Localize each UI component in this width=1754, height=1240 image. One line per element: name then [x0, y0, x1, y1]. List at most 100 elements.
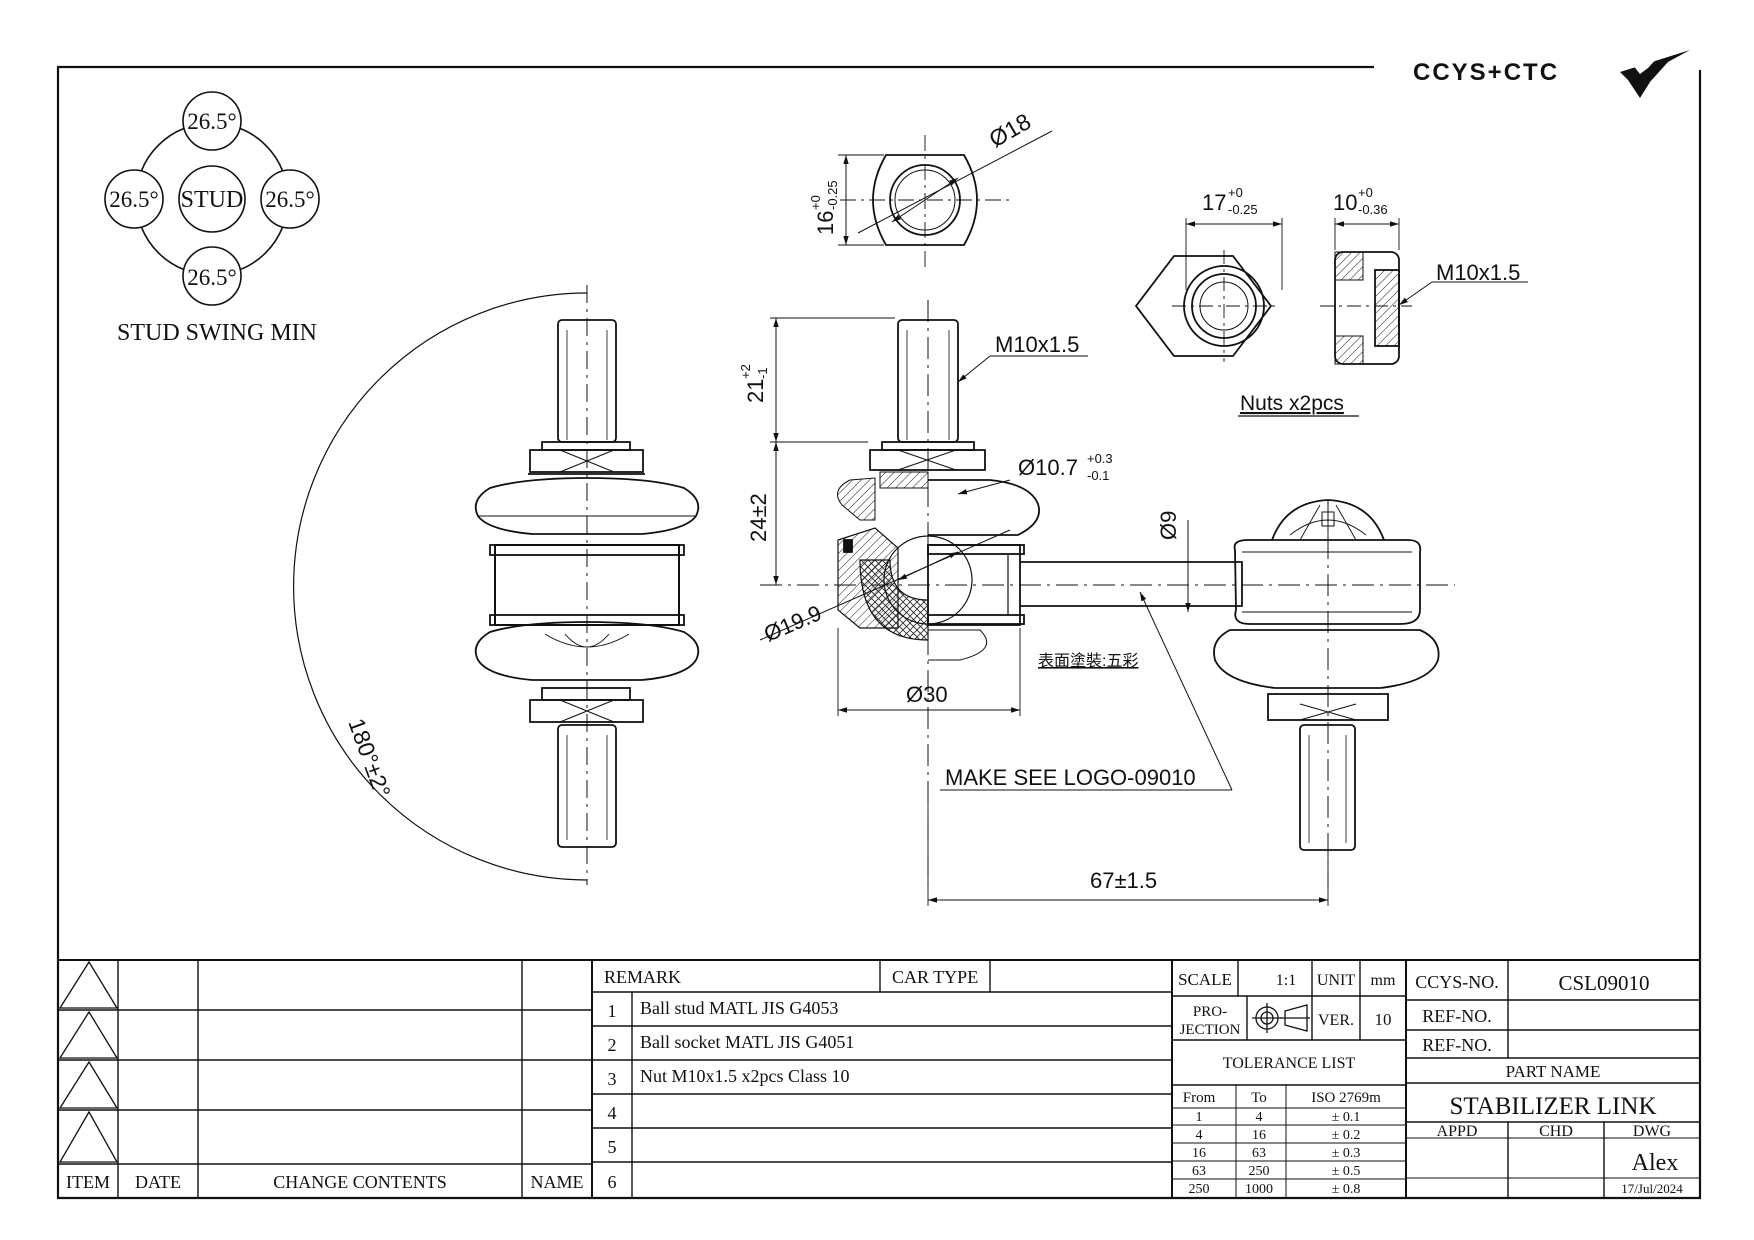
swing-bottom-label: 26.5°: [187, 265, 236, 290]
remark-row-number: 2: [608, 1035, 617, 1055]
tol-from: 63: [1192, 1164, 1206, 1179]
stud-swing-diagram: [104, 91, 320, 306]
tol-header-from: From: [1183, 1090, 1216, 1106]
center-distance-dimension: 67±1.5: [1090, 868, 1157, 893]
header-change-contents: CHANGE CONTENTS: [273, 1172, 447, 1192]
tol-value: ± 0.1: [1332, 1110, 1361, 1125]
neck-dia-tol-upper: +0.3: [1087, 451, 1113, 466]
remark-row-number: 1: [608, 1001, 617, 1021]
part-name-value: STABILIZER LINK: [1450, 1093, 1657, 1120]
washer-top-view: [838, 130, 1053, 268]
tol-to: 4: [1256, 1110, 1263, 1125]
appd-label: APPD: [1437, 1123, 1478, 1140]
swing-angle-dimension: 180°±2°: [343, 715, 396, 801]
ccys-no-value: CSL09010: [1558, 971, 1649, 995]
car-type-header: CAR TYPE: [892, 967, 978, 987]
ccys-no-label: CCYS-NO.: [1415, 972, 1499, 992]
dwg-label: DWG: [1633, 1123, 1672, 1140]
tol-from: 16: [1192, 1146, 1206, 1161]
scale-value: 1:1: [1276, 972, 1296, 989]
washer-thickness-dimension: 16 +0 -0.25: [808, 180, 840, 235]
stud-length-dimension: 21 +2 -1: [738, 364, 770, 403]
ref-no-label: REF-NO.: [1422, 1006, 1492, 1026]
tol-to: 63: [1252, 1146, 1266, 1161]
rod-dia-dimension: Ø9: [1156, 511, 1181, 540]
washer-dia-dimension: Ø18: [985, 108, 1036, 152]
tol-from: 250: [1189, 1182, 1210, 1197]
neck-dia-tol-lower: -0.1: [1087, 468, 1109, 483]
header-item: ITEM: [66, 1172, 110, 1192]
nut-height-value: 10: [1333, 190, 1357, 215]
remark-row-number: 6: [608, 1172, 617, 1192]
washer-thk-tol-upper: +0: [808, 195, 823, 210]
nut-height-tol-lower: -0.36: [1358, 202, 1388, 217]
nut-width-value: 17: [1202, 190, 1226, 215]
remark-row-text: Ball socket MATL JIS G4051: [640, 1032, 854, 1052]
nut-width-tol-lower: -0.25: [1228, 202, 1258, 217]
revision-block-headers: ITEM DATE CHANGE CONTENTS NAME: [66, 1172, 584, 1192]
washer-thk-tol-lower: -0.25: [825, 180, 840, 210]
tol-to: 1000: [1245, 1182, 1273, 1197]
remark-row-text: Ball stud MATL JIS G4053: [640, 998, 838, 1018]
tol-header-iso: ISO 2769m: [1311, 1090, 1381, 1106]
brand-logo: CCYS+CTC: [1413, 50, 1690, 98]
unit-value: mm: [1371, 972, 1396, 989]
wing-logo-icon: [1620, 50, 1690, 98]
nut-dimension-labels: 17 +0 -0.25 10 +0 -0.36 M10x1.5 Nuts x2p…: [1202, 185, 1520, 415]
logo-note: MAKE SEE LOGO-09010: [945, 765, 1196, 790]
swing-top-label: 26.5°: [187, 109, 236, 134]
nut-section-view: [1320, 218, 1528, 365]
tol-from: 1: [1196, 1110, 1203, 1125]
drawing-border: [56, 65, 1702, 1200]
remarks-table: REMARK CAR TYPE 1 2 3 4 5 6 Ball stud MA…: [604, 967, 978, 1192]
main-view-dimension-labels: M10x1.5 21 +2 -1 24±2 Ø10.7 +0.3 -0.1 Ø9…: [738, 332, 1196, 893]
stud-length-tol-upper: +2: [738, 364, 753, 379]
ver-value: 10: [1375, 1010, 1392, 1029]
nut-height-tol-upper: +0: [1358, 185, 1373, 200]
tol-to: 250: [1249, 1164, 1270, 1179]
tol-value: ± 0.8: [1332, 1182, 1361, 1197]
part-name-label: PART NAME: [1506, 1062, 1601, 1081]
stabilizer-link-section-view: [759, 300, 1455, 906]
side-view-ball-joint: [292, 285, 700, 885]
swing-left-label: 26.5°: [109, 187, 158, 212]
tolerance-title: TOLERANCE LIST: [1223, 1055, 1356, 1072]
swing-right-label: 26.5°: [265, 187, 314, 212]
nuts-quantity-note: Nuts x2pcs: [1240, 392, 1344, 415]
specs-table: SCALE 1:1 UNIT mm PRO- JECTION VER. 10 T…: [1178, 970, 1396, 1197]
ver-label: VER.: [1318, 1012, 1354, 1029]
nut-thread-label: M10x1.5: [1436, 260, 1520, 285]
drawn-by-value: Alex: [1632, 1150, 1679, 1176]
header-date: DATE: [135, 1172, 181, 1192]
projection-label-line-2: JECTION: [1180, 1022, 1241, 1038]
projection-symbol-icon: [1252, 1003, 1310, 1033]
remark-row-number: 4: [608, 1103, 617, 1123]
washer-thk-value: 16: [813, 211, 838, 235]
remark-row-number: 5: [608, 1137, 617, 1157]
unit-label: UNIT: [1317, 972, 1355, 989]
title-block: CCYS-NO. CSL09010 REF-NO. REF-NO. PART N…: [1415, 971, 1683, 1196]
header-name: NAME: [531, 1172, 584, 1192]
remark-row-text: Nut M10x1.5 x2pcs Class 10: [640, 1066, 850, 1086]
stud-length-tol-lower: -1: [755, 367, 770, 379]
tol-from: 4: [1196, 1128, 1203, 1143]
projection-label-line-1: PRO-: [1193, 1004, 1227, 1020]
drawing-date: 17/Jul/2024: [1621, 1181, 1683, 1196]
swing-caption: STUD SWING MIN: [117, 320, 317, 346]
remark-row-number: 3: [608, 1069, 617, 1089]
ref-no-label: REF-NO.: [1422, 1035, 1492, 1055]
title-block-grid: [58, 959, 1700, 1198]
stud-length-value: 21: [743, 379, 768, 403]
remark-header: REMARK: [604, 967, 681, 987]
tol-value: ± 0.3: [1332, 1146, 1361, 1161]
stud-swing-labels: 26.5° 26.5° 26.5° 26.5° STUD STUD SWING …: [109, 109, 317, 346]
housing-dia-dimension: Ø30: [906, 682, 948, 707]
tol-value: ± 0.2: [1332, 1128, 1361, 1143]
paint-note: 表面塗裝:五彩: [1038, 651, 1138, 670]
nut-front-view: [1134, 218, 1283, 362]
body-height-dimension: 24±2: [746, 493, 771, 542]
tol-to: 16: [1252, 1128, 1266, 1143]
tol-value: ± 0.5: [1332, 1164, 1361, 1179]
brand-logo-text: CCYS+CTC: [1413, 59, 1559, 86]
